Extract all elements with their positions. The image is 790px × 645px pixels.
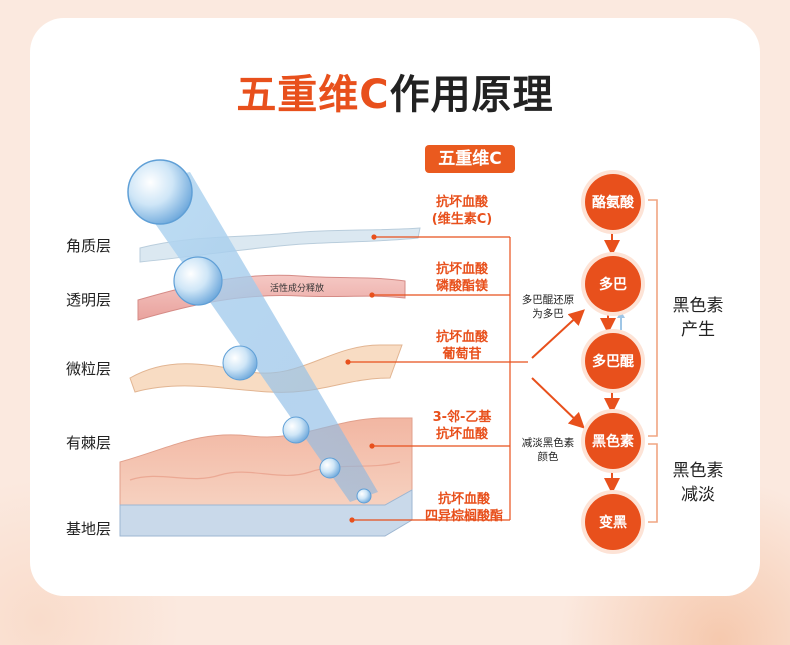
ingredient-1-line1: 抗坏血酸 (435, 195, 488, 210)
note-reduce: 多巴醌还原为多巴 (506, 293, 590, 321)
bracket-produce (648, 199, 658, 437)
vitamin-c-badge: 五重维C (425, 145, 515, 173)
note-reduce-line2: 为多巴 (532, 308, 564, 320)
step-tyrosine: 酪氨酸 (585, 174, 641, 230)
ingredient-2: 抗坏血酸磷酸酯镁 (414, 261, 510, 295)
step-darken: 变黑 (585, 494, 641, 550)
ingredient-2-line1: 抗坏血酸 (435, 262, 488, 277)
bubble-3 (222, 345, 258, 381)
layer-label-basale: 基地层 (66, 520, 112, 538)
ingredient-3-line2: 葡萄苷 (442, 347, 482, 362)
arrow-to-dopa (531, 309, 585, 359)
bubble-6 (356, 488, 372, 504)
layer-label-corneum: 角质层 (66, 237, 112, 255)
connector-dot-1 (371, 234, 377, 240)
page-title: 五重维C作用原理 (0, 62, 790, 120)
layer-label-granulosum: 微粒层 (66, 360, 112, 378)
bubble-large (127, 159, 193, 225)
title-rest: 作用原理 (389, 72, 554, 118)
step-melanin: 黑色素 (585, 413, 641, 469)
ingredient-4-line1: 3-邻-乙基 (432, 410, 492, 425)
bubble-4 (282, 416, 310, 444)
note-lighten: 减淡黑色素颜色 (506, 436, 590, 464)
release-tag: 活性成分释放 (270, 284, 325, 294)
bubble-2 (173, 256, 223, 306)
layer-label-spinosum: 有棘层 (66, 434, 112, 452)
ingredient-1-line2: (维生素C) (431, 212, 493, 227)
step-dopa: 多巴 (585, 256, 641, 312)
stage-produce-line2: 产生 (681, 320, 715, 340)
stratum-granulosum-shape (129, 344, 403, 393)
ingredient-3-line1: 抗坏血酸 (435, 330, 488, 345)
bubble-5 (319, 457, 341, 479)
ingredient-3: 抗坏血酸葡萄苷 (414, 329, 510, 363)
ingredient-1: 抗坏血酸 (维生素C) (414, 194, 510, 228)
stage-produce: 黑色素产生 (658, 294, 738, 342)
note-lighten-line1: 减淡黑色素 (521, 437, 575, 449)
connector-dot-2 (369, 292, 375, 298)
ingredient-5: 抗坏血酸四异棕榈酸酯 (412, 491, 516, 525)
stage-reduce-line2: 减淡 (681, 485, 715, 505)
ingredient-5-line1: 抗坏血酸 (437, 492, 490, 507)
vitamin-c-beam (128, 172, 378, 502)
step-dopaquinone: 多巴醌 (585, 333, 641, 389)
connector-dot-3 (345, 359, 351, 365)
stage-reduce: 黑色素减淡 (658, 459, 738, 507)
note-lighten-line2: 颜色 (537, 451, 559, 463)
arrow-to-melanin (531, 377, 585, 429)
note-reduce-line1: 多巴醌还原 (521, 294, 575, 306)
ingredient-5-line2: 四异棕榈酸酯 (424, 509, 503, 524)
stage-reduce-line1: 黑色素 (672, 461, 724, 481)
layer-label-lucidum: 透明层 (66, 291, 112, 309)
connector-dot-4 (369, 443, 375, 449)
ingredient-4-line2: 抗坏血酸 (435, 427, 488, 442)
arrow-step-2-back-head (617, 311, 625, 318)
stage-produce-line1: 黑色素 (672, 296, 724, 316)
ingredient-2-line2: 磷酸酯镁 (435, 279, 488, 294)
title-accent: 五重维C (236, 72, 390, 118)
bracket-reduce (648, 443, 658, 523)
ingredient-4: 3-邻-乙基抗坏血酸 (414, 409, 510, 443)
connector-dot-5 (349, 517, 355, 523)
